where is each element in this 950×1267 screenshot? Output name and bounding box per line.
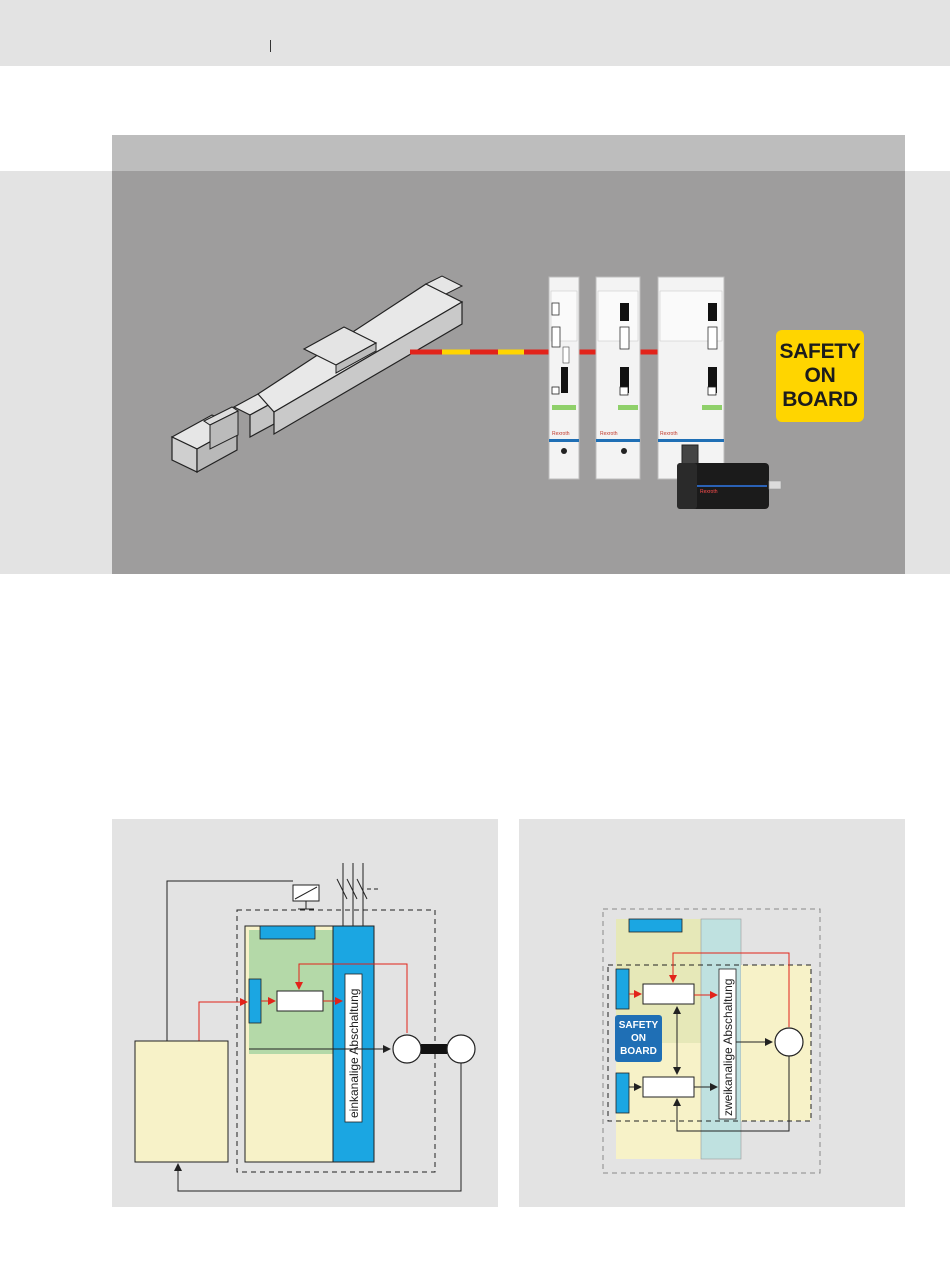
dual-channel-shutdown-diagram: zweikanalige Abschaltung xyxy=(519,819,905,1207)
badge-line-2: ON xyxy=(805,364,836,388)
svg-text:Rexroth: Rexroth xyxy=(552,431,570,437)
header-divider xyxy=(270,40,271,52)
contactor-coil xyxy=(293,885,319,909)
single-channel-shutdown-diagram: einkanalige Abschaltung xyxy=(112,819,498,1207)
svg-text:Rexroth: Rexroth xyxy=(700,489,718,495)
badge-line-3: BOARD xyxy=(782,388,858,412)
safety-on-board-small-badge: SAFETY ON BOARD xyxy=(615,1015,662,1062)
power-supply-lines xyxy=(337,863,380,926)
dual-channel-label: zweikanalige Abschaltung xyxy=(721,979,735,1116)
badge-line-1: SAFETY xyxy=(779,340,860,364)
safety-on-board-badge: SAFETY ON BOARD xyxy=(776,330,864,422)
small-badge-line-2: ON xyxy=(631,1032,646,1045)
servo-motor: Rexroth xyxy=(677,445,781,509)
svg-text:Rexroth: Rexroth xyxy=(600,431,618,437)
single-channel-label: einkanalige Abschaltung xyxy=(347,989,361,1118)
drive-module-2: Rexroth xyxy=(596,277,640,479)
drive-module-1: Rexroth xyxy=(549,277,579,479)
small-badge-line-3: BOARD xyxy=(620,1045,657,1058)
linear-axis-illustration xyxy=(172,276,462,472)
hero-header-strip xyxy=(112,135,905,171)
small-badge-line-1: SAFETY xyxy=(619,1019,658,1032)
svg-text:Rexroth: Rexroth xyxy=(660,431,678,437)
top-header-band xyxy=(0,0,950,66)
